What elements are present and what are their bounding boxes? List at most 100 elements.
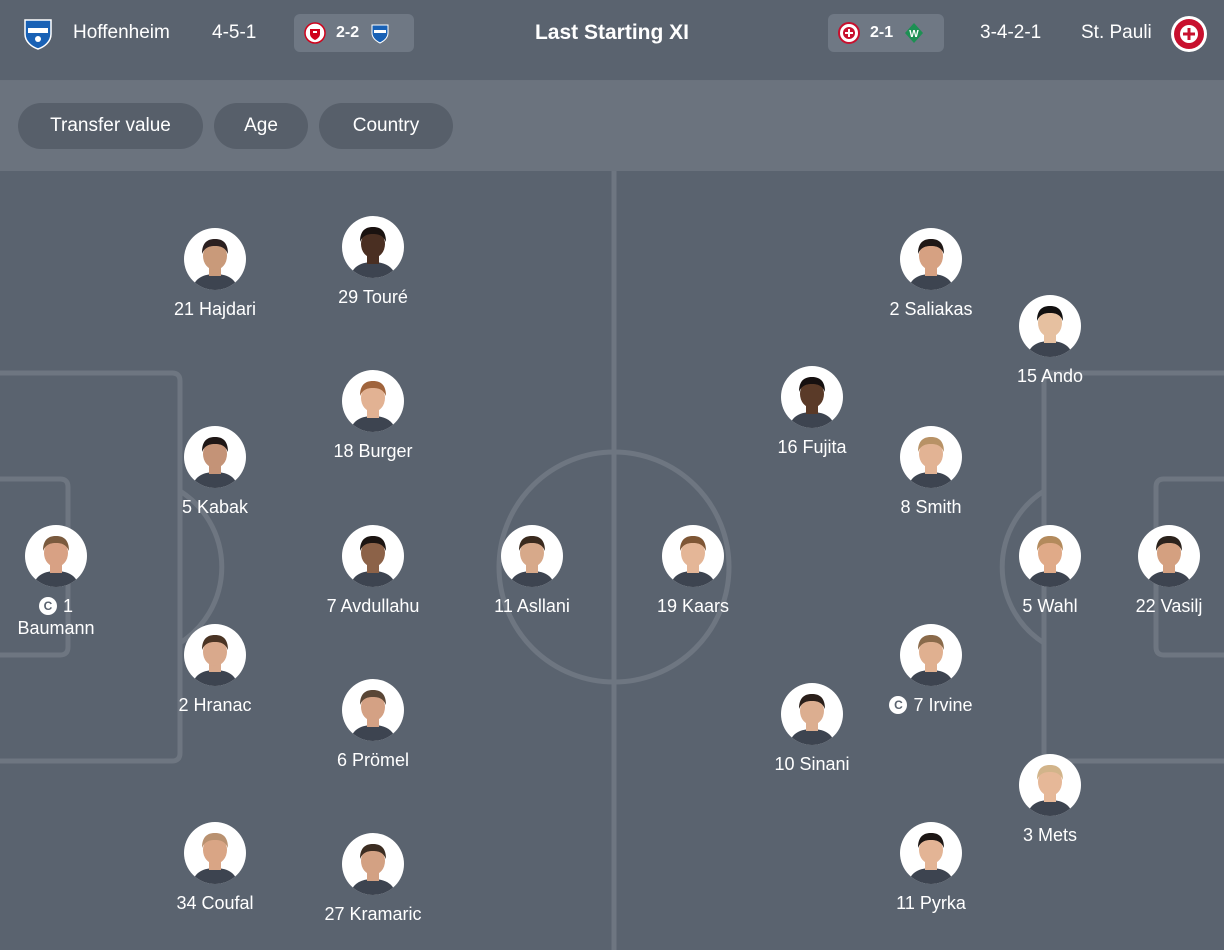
player-photo bbox=[662, 525, 724, 587]
player-burger[interactable]: 18 Burger bbox=[303, 370, 443, 462]
player-label: 2 Hranac bbox=[178, 695, 252, 715]
player-mets[interactable]: 3 Mets bbox=[980, 754, 1120, 846]
player-portrait bbox=[350, 381, 396, 432]
player-label: 18 Burger bbox=[333, 441, 413, 461]
player-photo bbox=[184, 426, 246, 488]
player-photo bbox=[342, 216, 404, 278]
player-asllani[interactable]: 11 Asllani bbox=[462, 525, 602, 617]
player-coufal[interactable]: 34 Coufal bbox=[145, 822, 285, 914]
player-label: 6 Prömel bbox=[336, 750, 410, 770]
away-last-match-chip[interactable]: 2-1 W bbox=[828, 14, 944, 52]
player-photo bbox=[781, 683, 843, 745]
player-portrait bbox=[192, 239, 238, 290]
player-photo bbox=[1019, 754, 1081, 816]
werder-crest-icon: W bbox=[905, 23, 924, 43]
player-portrait bbox=[789, 377, 835, 428]
player-photo bbox=[781, 366, 843, 428]
away-team-name[interactable]: St. Pauli bbox=[1081, 22, 1152, 43]
player-label: 11 Pyrka bbox=[896, 893, 966, 913]
player-photo bbox=[1138, 525, 1200, 587]
player-portrait bbox=[1027, 536, 1073, 587]
player-label: 34 Coufal bbox=[176, 893, 254, 913]
player-portrait bbox=[192, 635, 238, 686]
player-portrait bbox=[33, 536, 79, 587]
player-portrait bbox=[350, 690, 396, 741]
st-pauli-crest-icon[interactable] bbox=[1170, 15, 1208, 53]
home-team-name[interactable]: Hoffenheim bbox=[73, 22, 170, 43]
player-label: 10 Sinani bbox=[774, 754, 850, 774]
player-label: 15 Ando bbox=[1016, 366, 1084, 386]
player-label: 21 Hajdari bbox=[173, 299, 257, 319]
match-header: Hoffenheim 4-5-1 2-2 Last Starting XI 2-… bbox=[0, 0, 1224, 81]
home-last-match-chip[interactable]: 2-2 bbox=[294, 14, 414, 52]
player-photo bbox=[25, 525, 87, 587]
filter-transfer-value-button[interactable]: Transfer value bbox=[18, 103, 203, 149]
filter-bar: Transfer value Age Country bbox=[0, 81, 1224, 171]
player-ando[interactable]: 15 Ando bbox=[980, 295, 1120, 387]
player-label: 22 Vasilj bbox=[1135, 596, 1203, 616]
player-photo bbox=[184, 228, 246, 290]
player-kaars[interactable]: 19 Kaars bbox=[623, 525, 763, 617]
player-portrait bbox=[192, 833, 238, 884]
player-photo bbox=[1019, 525, 1081, 587]
hoffenheim-small-crest-icon bbox=[371, 24, 389, 44]
koln-crest-icon bbox=[304, 22, 326, 44]
home-last-score: 2-2 bbox=[336, 24, 360, 41]
player-portrait bbox=[350, 844, 396, 895]
player-label: 19 Kaars bbox=[656, 596, 730, 616]
player-label-surname: Baumann bbox=[17, 618, 95, 638]
player-saliakas[interactable]: 2 Saliakas bbox=[861, 228, 1001, 320]
captain-icon: C bbox=[38, 597, 57, 615]
player-photo bbox=[184, 624, 246, 686]
player-avdullahu[interactable]: 7 Avdullahu bbox=[303, 525, 443, 617]
player-fujita[interactable]: 16 Fujita bbox=[742, 366, 882, 458]
player-toure[interactable]: 29 Touré bbox=[303, 216, 443, 308]
player-vasilj[interactable]: 22 Vasilj bbox=[1099, 525, 1224, 617]
player-portrait bbox=[908, 239, 954, 290]
player-label: 2 Saliakas bbox=[889, 299, 973, 319]
player-portrait bbox=[1027, 765, 1073, 816]
away-last-score: 2-1 bbox=[870, 24, 894, 41]
player-portrait bbox=[908, 437, 954, 488]
player-photo bbox=[900, 228, 962, 290]
player-photo bbox=[342, 679, 404, 741]
player-label: 27 Kramaric bbox=[324, 904, 422, 924]
player-kramaric[interactable]: 27 Kramaric bbox=[303, 833, 443, 925]
player-portrait bbox=[789, 694, 835, 745]
player-portrait bbox=[908, 635, 954, 686]
player-label: 8 Smith bbox=[900, 497, 962, 517]
player-photo bbox=[501, 525, 563, 587]
player-wahl[interactable]: 5 Wahl bbox=[980, 525, 1120, 617]
svg-text:W: W bbox=[909, 29, 919, 40]
player-label: 29 Touré bbox=[338, 287, 408, 307]
player-label: 5 Kabak bbox=[181, 497, 249, 517]
player-label: 5 Wahl bbox=[1022, 596, 1078, 616]
hoffenheim-crest-icon[interactable] bbox=[21, 16, 55, 50]
player-photo bbox=[900, 426, 962, 488]
player-smith[interactable]: 8 Smith bbox=[861, 426, 1001, 518]
player-promel[interactable]: 6 Prömel bbox=[303, 679, 443, 771]
away-formation: 3-4-2-1 bbox=[980, 22, 1042, 43]
player-hranac[interactable]: 2 Hranac bbox=[145, 624, 285, 716]
player-label: 16 Fujita bbox=[777, 437, 847, 457]
player-portrait bbox=[192, 437, 238, 488]
page-title: Last Starting XI bbox=[534, 21, 690, 44]
captain-icon: C bbox=[889, 696, 908, 714]
player-pyrka[interactable]: 11 Pyrka bbox=[861, 822, 1001, 914]
filter-country-button[interactable]: Country bbox=[319, 103, 453, 149]
player-kabak[interactable]: 5 Kabak bbox=[145, 426, 285, 518]
home-formation: 4-5-1 bbox=[212, 22, 257, 43]
player-portrait bbox=[509, 536, 555, 587]
player-photo bbox=[342, 525, 404, 587]
player-photo bbox=[342, 370, 404, 432]
player-sinani[interactable]: 10 Sinani bbox=[742, 683, 882, 775]
player-label: 11 Asllani bbox=[494, 596, 570, 616]
filter-age-button[interactable]: Age bbox=[214, 103, 308, 149]
player-portrait bbox=[908, 833, 954, 884]
player-label: 3 Mets bbox=[1022, 825, 1078, 845]
player-hajdari[interactable]: 21 Hajdari bbox=[145, 228, 285, 320]
